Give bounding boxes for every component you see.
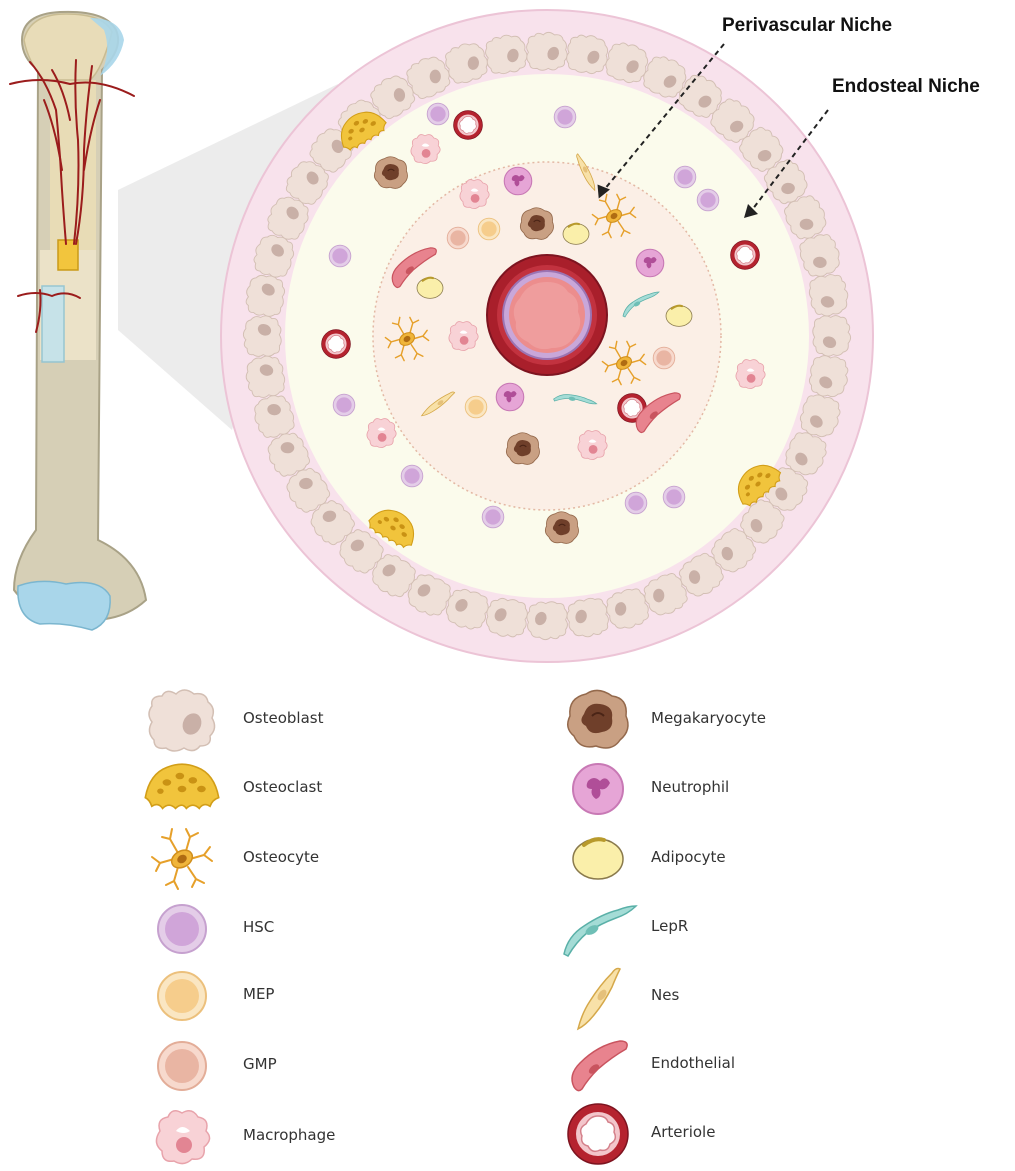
legend-label-lepr: LepR <box>651 917 688 935</box>
legend-label-megakaryocyte: Megakaryocyte <box>651 709 766 727</box>
legend-hsc-icon <box>158 905 206 953</box>
hsc-icon <box>663 486 685 508</box>
osteoblast-icon <box>527 602 568 640</box>
perivascular-niche-label: Perivascular Niche <box>722 15 892 37</box>
legend-macrophage-icon <box>156 1111 209 1164</box>
megakaryocyte-icon <box>520 208 553 240</box>
legend-label-mep: MEP <box>243 985 274 1003</box>
adipocyte-icon <box>666 306 692 327</box>
legend-endothelial-icon <box>572 1041 627 1091</box>
legend-label-gmp: GMP <box>243 1055 277 1073</box>
legend-label-nes: Nes <box>651 986 679 1004</box>
legend-neutrophil-icon <box>573 764 623 814</box>
legend-osteoblast-icon <box>149 690 215 751</box>
hsc-icon <box>333 394 355 416</box>
mep-icon <box>465 396 487 418</box>
legend-adipocyte-icon <box>573 839 623 879</box>
macrophage-icon <box>578 431 607 460</box>
gmp-icon <box>653 347 675 369</box>
legend-label-osteoclast: Osteoclast <box>243 778 322 796</box>
hsc-icon <box>401 465 423 487</box>
macrophage-icon <box>411 135 440 164</box>
hsc-icon <box>554 106 576 128</box>
legend-megakaryocyte-icon <box>568 690 628 748</box>
gmp-icon <box>447 227 469 249</box>
bone-marrow-cross-section <box>221 10 873 662</box>
megakaryocyte-icon <box>545 512 578 544</box>
neutrophil-icon <box>504 167 532 195</box>
mep-icon <box>478 218 500 240</box>
hsc-icon <box>697 189 719 211</box>
legend-osteoclast-icon <box>145 764 218 808</box>
hsc-icon <box>674 166 696 188</box>
legend-label-adipocyte: Adipocyte <box>651 848 726 866</box>
macrophage-icon <box>736 360 765 389</box>
legend-label-osteocyte: Osteocyte <box>243 848 319 866</box>
legend-label-neutrophil: Neutrophil <box>651 778 729 796</box>
osteoblast-icon <box>243 316 281 357</box>
megakaryocyte-icon <box>506 433 539 465</box>
hsc-icon <box>329 245 351 267</box>
arteriole-icon <box>322 330 351 359</box>
legend-gmp-icon <box>158 1042 206 1090</box>
megakaryocyte-icon <box>374 157 407 189</box>
legend-lepr-icon <box>564 906 636 956</box>
adipocyte-icon <box>417 278 443 299</box>
hsc-icon <box>625 492 647 514</box>
macrophage-icon <box>449 322 478 351</box>
legend-label-hsc: HSC <box>243 918 274 936</box>
central-sinusoid <box>487 255 607 375</box>
neutrophil-icon <box>496 383 524 411</box>
legend-label-osteoblast: Osteoblast <box>243 709 324 727</box>
arteriole-icon <box>731 241 760 270</box>
macrophage-icon <box>460 180 489 209</box>
legend-label-endothelial: Endothelial <box>651 1054 735 1072</box>
hsc-icon <box>482 506 504 528</box>
legend-nes-icon <box>578 969 620 1030</box>
legend <box>145 690 636 1164</box>
osteoblast-icon <box>813 316 851 357</box>
legend-label-arteriole: Arteriole <box>651 1123 715 1141</box>
legend-mep-icon <box>158 972 206 1020</box>
hsc-icon <box>427 103 449 125</box>
adipocyte-icon <box>563 224 589 245</box>
arteriole-icon <box>454 111 483 140</box>
legend-label-macrophage: Macrophage <box>243 1126 335 1144</box>
endosteal-niche-label: Endosteal Niche <box>832 76 980 98</box>
legend-arteriole-icon <box>568 1104 628 1164</box>
neutrophil-icon <box>636 249 664 277</box>
legend-osteocyte-icon <box>152 829 212 889</box>
osteoblast-icon <box>527 32 568 70</box>
macrophage-icon <box>367 419 396 448</box>
